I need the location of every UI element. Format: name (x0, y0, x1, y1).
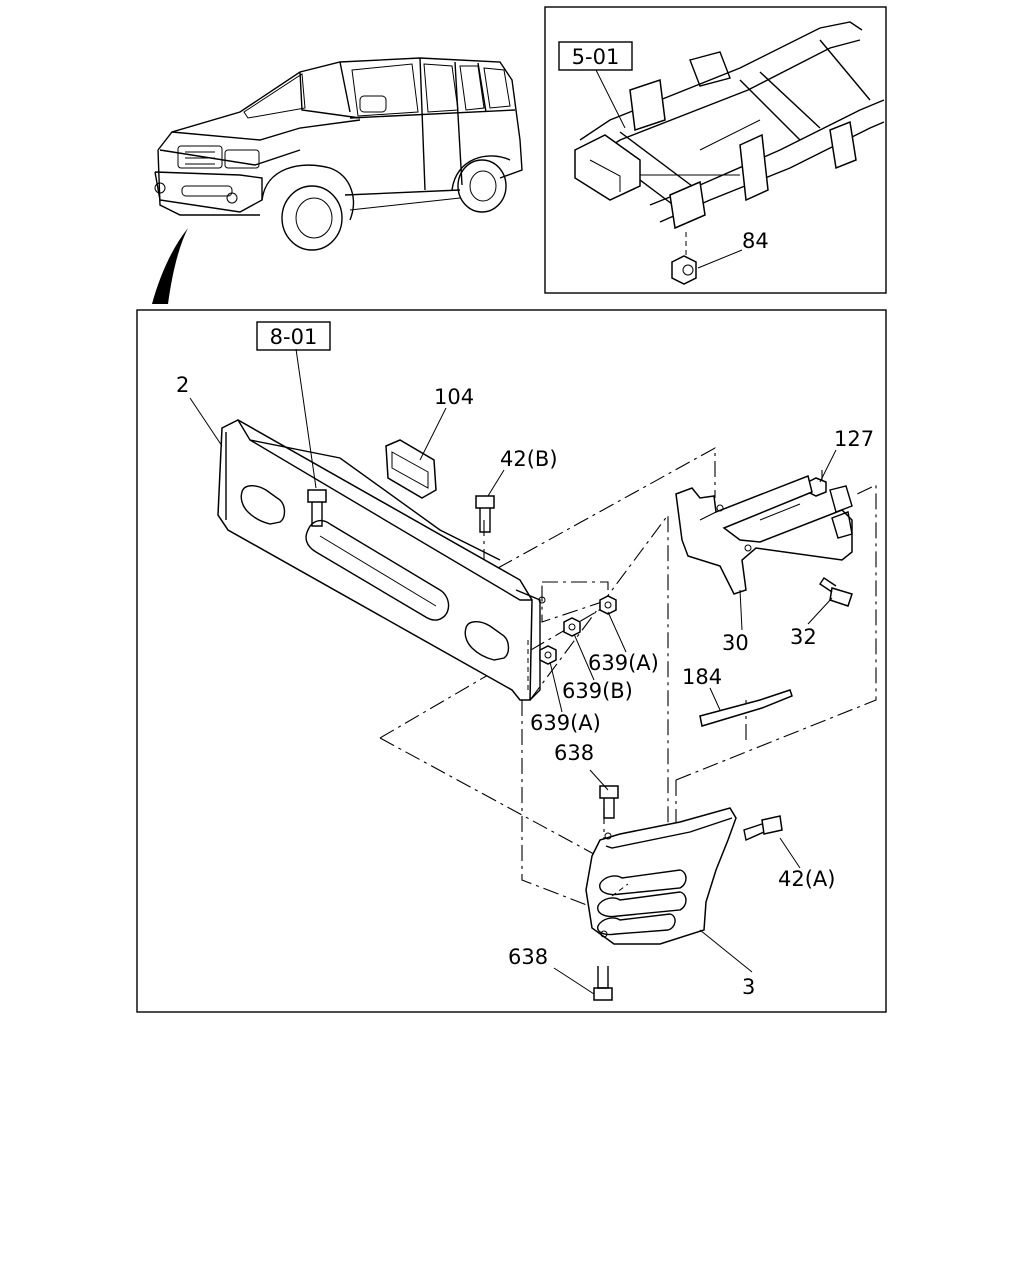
strip-part-184 (699, 689, 793, 727)
bracket-part-30 (675, 474, 853, 595)
callout-3: 3 (742, 975, 755, 999)
callout-638-upper: 638 (554, 741, 594, 765)
bumper-panel-box (136, 309, 887, 1013)
frame-reference-box (558, 41, 633, 71)
frame-reference-label: 5-01 (572, 45, 620, 69)
bumper-reference-box (256, 321, 331, 351)
callout-639b: 639(B) (562, 679, 633, 703)
nut-639a-lower (539, 645, 557, 665)
corner-bumper-part-3 (585, 807, 737, 945)
frame-inset-box (544, 6, 887, 294)
bumper-reference-label: 8-01 (270, 325, 318, 349)
nut-639b (563, 617, 581, 637)
callout-42b: 42(B) (500, 447, 558, 471)
callout-184: 184 (682, 665, 722, 689)
callout-127: 127 (834, 427, 874, 451)
callout-leaders (189, 348, 837, 995)
callout-104: 104 (434, 385, 474, 409)
callout-42a: 42(A) (778, 867, 835, 891)
small-grille-part-104 (385, 439, 437, 499)
bolt-638-lower (593, 966, 613, 1001)
bumper-face-part-2 (217, 419, 546, 701)
callout-84: 84 (742, 229, 769, 253)
bolt-8-01 (307, 489, 327, 527)
callout-32: 32 (790, 625, 817, 649)
bolt-32 (819, 577, 853, 607)
callout-30: 30 (722, 631, 749, 655)
nut-639a-upper (599, 595, 617, 615)
vehicle-overview-illustration (152, 57, 523, 304)
callout-639a-lower: 639(A) (530, 711, 601, 735)
callout-638-lower: 638 (508, 945, 548, 969)
bolt-42a (743, 815, 783, 841)
bolt-638-upper (599, 785, 619, 819)
bolt-42b (475, 495, 495, 533)
chassis-frame-illustration (574, 21, 885, 285)
callout-2: 2 (176, 373, 189, 397)
callout-639a-upper: 639(A) (588, 651, 659, 675)
